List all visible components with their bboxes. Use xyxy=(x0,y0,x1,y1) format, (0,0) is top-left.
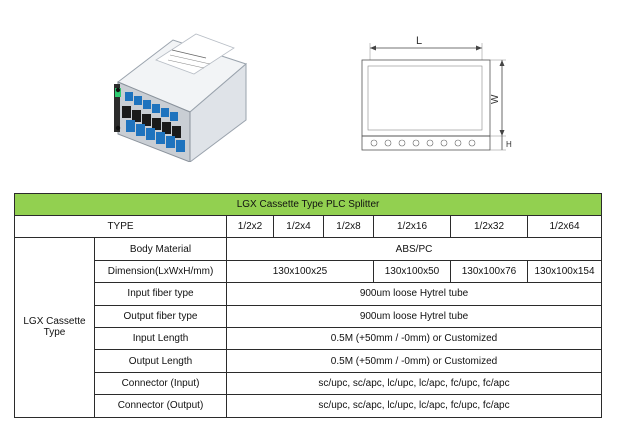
type-1x32: 1/2x32 xyxy=(450,214,528,239)
row-value: sc/upc, sc/apc, lc/upc, lc/apc, fc/upc, … xyxy=(225,371,603,396)
row-value: 0.5M (+50mm / -0mm) or Customized xyxy=(225,326,603,351)
row-label: Input fiber type xyxy=(94,282,227,306)
table-row: Connector (Output) sc/upc, sc/apc, lc/up… xyxy=(15,394,603,418)
table-row: Output fiber type 900um loose Hytrel tub… xyxy=(15,304,603,328)
dimension-value-1x32: 130x100x76 xyxy=(450,259,528,284)
type-label: TYPE xyxy=(14,214,227,239)
plc-splitter-cassette-photo xyxy=(114,33,247,162)
spec-table: LGX Cassette Type PLC Splitter TYPE 1/2x… xyxy=(13,193,603,418)
type-1x16: 1/2x16 xyxy=(373,214,451,239)
table-row: Output Length 0.5M (+50mm / -0mm) or Cus… xyxy=(15,349,603,373)
width-dimension-label: W xyxy=(490,94,501,104)
dimension-value-1x2-1x8: 130x100x25 xyxy=(226,259,374,284)
table-row: Input Length 0.5M (+50mm / -0mm) or Cust… xyxy=(15,326,603,351)
type-1x2: 1/2x2 xyxy=(226,214,274,239)
type-header-row: TYPE 1/2x2 1/2x4 1/2x8 1/2x16 1/2x32 1/2… xyxy=(14,214,603,239)
group-label: LGX Cassette Type xyxy=(14,237,95,418)
type-1x64: 1/2x64 xyxy=(526,214,603,239)
dimension-value-1x64: 130x100x154 xyxy=(526,259,603,284)
row-label: Connector (Output) xyxy=(94,394,227,418)
table-row: LGX Cassette Type Body Material ABS/PC xyxy=(14,237,603,418)
height-dimension-label: H xyxy=(506,140,512,149)
row-label: Output Length xyxy=(94,349,227,373)
row-label: Connector (Input) xyxy=(94,371,227,396)
row-label: Dimension(LxWxH/mm) xyxy=(94,259,227,284)
row-value: ABS/PC xyxy=(225,237,603,261)
row-value: 900um loose Hytrel tube xyxy=(225,282,603,306)
table-title-row: LGX Cassette Type PLC Splitter xyxy=(13,193,603,216)
row-label: Output fiber type xyxy=(94,304,227,328)
type-1x4: 1/2x4 xyxy=(273,214,324,239)
table-title: LGX Cassette Type PLC Splitter xyxy=(13,193,603,216)
row-label: Input Length xyxy=(94,326,227,351)
row-value: 900um loose Hytrel tube xyxy=(225,304,603,328)
table-row: Dimension(LxWxH/mm) 130x100x25 130x100x5… xyxy=(15,259,603,284)
row-value: 0.5M (+50mm / -0mm) or Customized xyxy=(225,349,603,373)
dimension-drawing: L W H xyxy=(361,35,512,151)
type-1x8: 1/2x8 xyxy=(323,214,374,239)
table-row: Input fiber type 900um loose Hytrel tube xyxy=(15,282,603,306)
dimension-value-1x16: 130x100x50 xyxy=(373,259,451,284)
row-label: Body Material xyxy=(94,237,227,261)
table-row: Connector (Input) sc/upc, sc/apc, lc/upc… xyxy=(15,371,603,396)
row-value: sc/upc, sc/apc, lc/upc, lc/apc, fc/upc, … xyxy=(225,394,603,418)
length-dimension-label: L xyxy=(416,35,422,47)
